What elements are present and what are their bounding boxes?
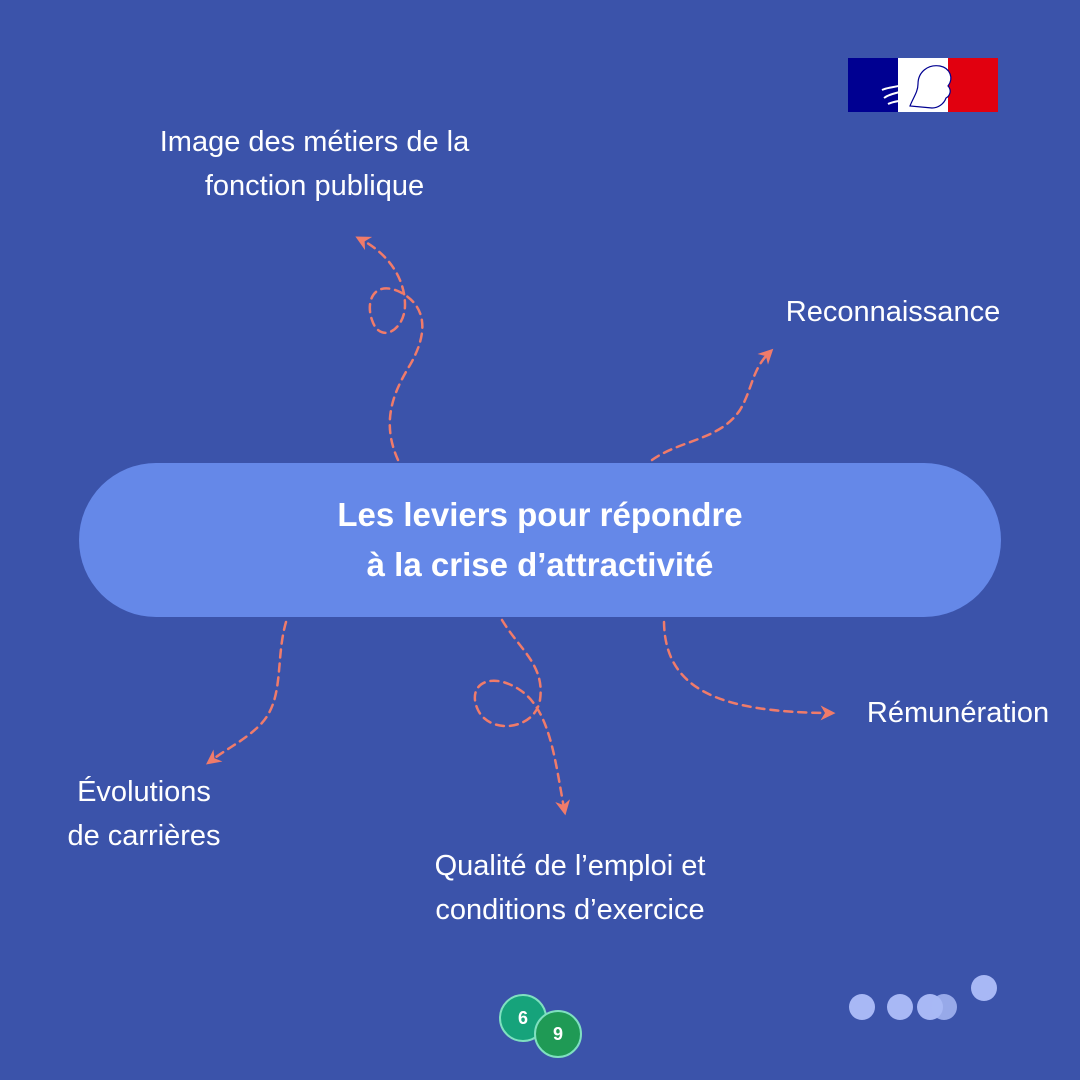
badge-9: 9	[534, 1010, 582, 1058]
arrow-image	[355, 236, 424, 462]
central-title-pill: Les leviers pour répondre à la crise d’a…	[79, 463, 1001, 617]
arrow-reconnaissance	[650, 348, 774, 462]
dots-logo	[849, 975, 997, 1020]
lever-remuneration: Rémunération	[866, 697, 1050, 729]
lever-reconnaissance: Reconnaissance	[785, 296, 1001, 328]
title-line-2: à la crise d’attractivité	[366, 546, 714, 583]
marianne-flag-logo	[848, 58, 998, 112]
title-line-1: Les leviers pour répondre	[337, 496, 743, 533]
lever-image: Image des métiers de la fonction publiqu…	[159, 126, 470, 202]
arrow-remuneration	[662, 620, 836, 721]
lever-qualite: Qualité de l’emploi et conditions d’exer…	[434, 850, 706, 926]
arrow-evolutions	[205, 620, 288, 765]
lever-evolutions: Évolutions de carrières	[67, 776, 221, 852]
arrow-qualite	[473, 618, 570, 816]
